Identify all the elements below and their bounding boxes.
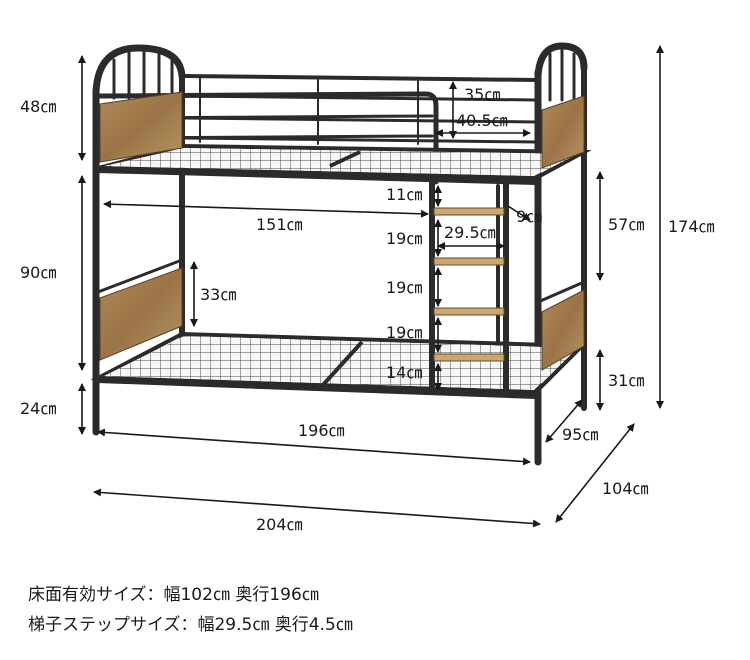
label-ladder-offset: 9㎝ xyxy=(516,207,542,226)
lower-left-wood-panel xyxy=(99,267,183,361)
lower-right-wood-panel xyxy=(541,289,585,371)
label-lower-headboard: 33㎝ xyxy=(200,285,236,304)
bed-frame xyxy=(90,42,592,466)
label-top-rail-width: 40.5㎝ xyxy=(456,111,508,130)
label-ladder-width: 29.5㎝ xyxy=(444,223,496,242)
label-upper-guard-height: 48㎝ xyxy=(20,97,56,116)
label-upper-head-gap: 11㎝ xyxy=(386,185,422,204)
label-floor-clearance-right: 31㎝ xyxy=(608,371,644,390)
label-ladder-step-3: 19㎝ xyxy=(386,323,422,342)
label-inner-length: 196㎝ xyxy=(298,421,345,440)
label-upper-inner-length: 151㎝ xyxy=(256,215,303,234)
ladder xyxy=(429,176,509,396)
label-ladder-bottom: 14㎝ xyxy=(386,363,422,382)
label-ladder-step-2: 19㎝ xyxy=(386,278,422,297)
label-upper-post-height: 57㎝ xyxy=(608,215,644,234)
label-lower-clearance: 90㎝ xyxy=(20,263,56,282)
label-top-rail-height: 35㎝ xyxy=(464,85,500,104)
spec-bed-surface: 床面有効サイズ：幅102㎝ 奥行196㎝ xyxy=(28,585,319,605)
label-outer-length: 204㎝ xyxy=(256,515,303,534)
label-ladder-step-1: 19㎝ xyxy=(386,229,422,248)
label-outer-depth: 104㎝ xyxy=(602,479,649,498)
dimension-arrows xyxy=(78,45,664,528)
upper-right-wood-panel xyxy=(541,95,585,169)
label-floor-clearance-left: 24㎝ xyxy=(20,399,56,418)
spec-ladder-step: 梯子ステップサイズ：幅29.5㎝ 奥行4.5㎝ xyxy=(28,615,353,635)
label-inner-depth: 95㎝ xyxy=(562,425,598,444)
upper-left-wood-panel xyxy=(99,91,183,163)
label-total-height: 174㎝ xyxy=(668,217,715,236)
